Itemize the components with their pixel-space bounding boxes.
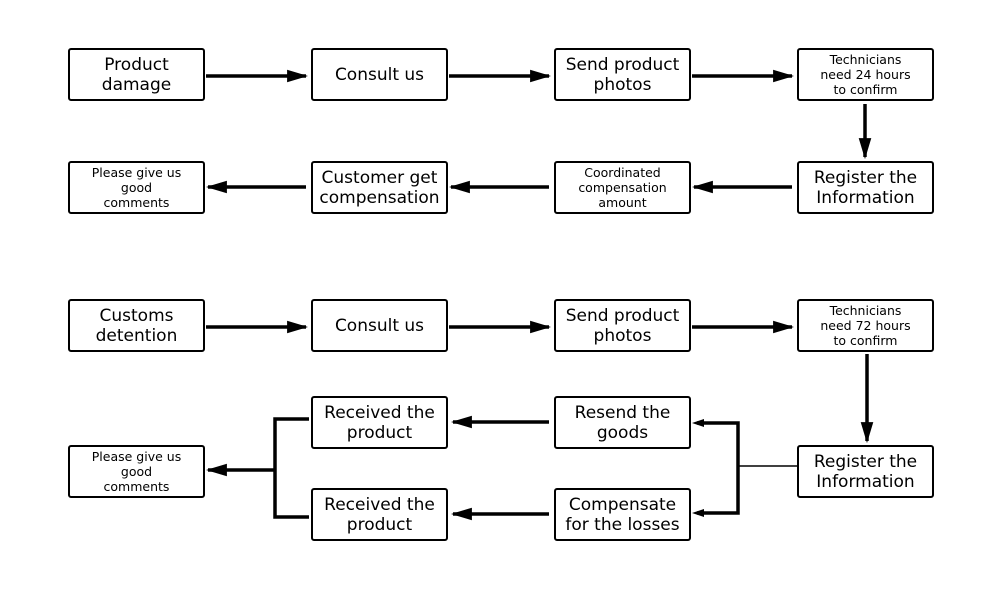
box-send-photos-2: Send product photos (554, 299, 691, 352)
box-resend-goods: Resend the goods (554, 396, 691, 449)
box-customs-detention: Customs detention (68, 299, 205, 352)
box-coordinated-compensation: Coordinated compensation amount (554, 161, 691, 214)
box-consult-us-2: Consult us (311, 299, 448, 352)
box-compensate-losses: Compensate for the losses (554, 488, 691, 541)
box-technicians-72h: Technicians need 72 hours to confirm (797, 299, 934, 352)
box-consult-us: Consult us (311, 48, 448, 101)
box-register-info: Register the Information (797, 161, 934, 214)
arrowhead-to-compensate (692, 509, 704, 517)
bracket-register-split (697, 421, 740, 515)
box-customer-compensation: Customer get compensation (311, 161, 448, 214)
box-good-comments-2: Please give us good comments (68, 445, 205, 498)
box-good-comments: Please give us good comments (68, 161, 205, 214)
box-received-product-bottom: Received the product (311, 488, 448, 541)
box-send-photos: Send product photos (554, 48, 691, 101)
box-received-product-top: Received the product (311, 396, 448, 449)
box-register-info-2: Register the Information (797, 445, 934, 498)
box-technicians-24h: Technicians need 24 hours to confirm (797, 48, 934, 101)
bracket-received-merge (273, 417, 309, 519)
arrowhead-to-resend (692, 419, 704, 427)
box-product-damage: Product damage (68, 48, 205, 101)
